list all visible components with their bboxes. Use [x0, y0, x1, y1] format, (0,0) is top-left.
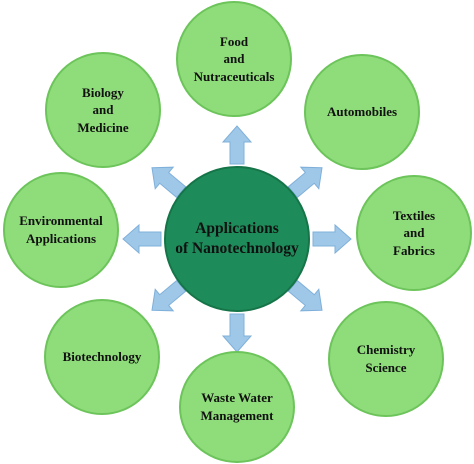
node-environmental: Environmental Applications [3, 172, 119, 288]
node-food: Food and Nutraceuticals [176, 1, 292, 117]
node-textiles-label: Textiles and Fabrics [392, 207, 436, 258]
arrow-to-environmental [122, 223, 162, 255]
node-biotechnology: Biotechnology [44, 299, 160, 415]
node-wastewater-label: Waste Water Management [200, 390, 274, 423]
node-chemistry-label: Chemistry Science [356, 342, 416, 375]
node-wastewater: Waste Water Management [179, 351, 295, 463]
node-biology-label: Biology and Medicine [77, 84, 129, 135]
node-food-label: Food and Nutraceuticals [193, 33, 275, 84]
node-environmental-label: Environmental Applications [19, 213, 103, 246]
arrow-to-food [221, 125, 253, 165]
arrow-to-automobiles [287, 166, 323, 199]
arrow-to-biotechnology [151, 279, 187, 312]
arrow-to-chemistry [287, 279, 323, 312]
arrow-to-textiles [312, 223, 352, 255]
arrow-to-wastewater [221, 313, 253, 353]
node-textiles: Textiles and Fabrics [356, 175, 472, 291]
node-biology: Biology and Medicine [45, 52, 161, 168]
center-node: Applications of Nanotechnology [164, 166, 310, 312]
node-automobiles: Automobiles [304, 54, 420, 170]
arrow-to-biology [151, 166, 187, 199]
node-chemistry: Chemistry Science [328, 301, 444, 417]
center-node-label: Applications of Nanotechnology [175, 219, 299, 257]
node-automobiles-label: Automobiles [326, 104, 398, 120]
node-biotechnology-label: Biotechnology [62, 349, 142, 365]
